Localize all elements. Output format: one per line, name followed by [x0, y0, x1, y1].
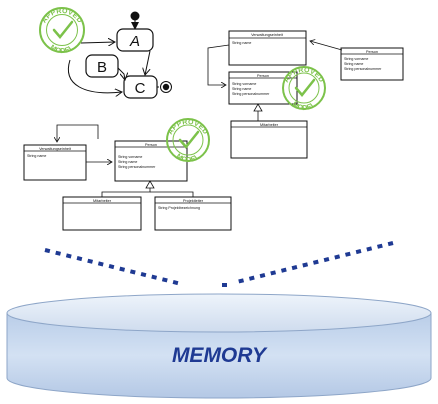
l-person-attr-1: String vorname: [118, 155, 142, 159]
initial-state-dot: [130, 11, 140, 21]
approved-stamp-1: APPROVED MODEL: [39, 7, 85, 55]
l-mitarbeiter-title: Mitarbeiter: [93, 199, 112, 203]
l-person-attr-2: String name: [118, 160, 137, 164]
r-person-mid-attr-3: String personalnummer: [232, 92, 270, 96]
class-diagram-right: Verwaltungseinheit String name Person St…: [207, 30, 404, 159]
stamp-2-top-word: APPROVED: [283, 67, 325, 84]
r-person-mid-attr-1: String vorname: [232, 82, 256, 86]
r-person-mid-attr-2: String name: [232, 87, 251, 91]
r-person-mid-title: Person: [257, 74, 269, 78]
svg-text:MODEL: MODEL: [291, 101, 318, 112]
state-a-label: A: [129, 33, 140, 50]
state-b-label: B: [97, 59, 107, 76]
r-person-side-attr-2: String name: [344, 62, 363, 66]
r-mitarbeiter-title: Mitarbeiter: [260, 123, 279, 127]
stamp-2-bottom-word: MODEL: [291, 101, 318, 112]
r-verwaltung-attr: String name: [232, 41, 251, 45]
r-person-side-attr-3: String personalnummer: [344, 67, 382, 71]
dotted-line-left: [44, 248, 179, 286]
svg-text:MODEL: MODEL: [175, 153, 202, 164]
l-person-attr-3: String personalnummer: [118, 165, 156, 169]
memory-label: MEMORY: [172, 344, 268, 367]
r-verwaltung-title: Verwaltungseinheit: [251, 33, 284, 37]
l-verwaltung-attr: String name: [27, 154, 46, 158]
r-person-side-title: Person: [366, 50, 378, 54]
state-c-label: C: [135, 80, 146, 97]
stamp-3-bottom-word: MODEL: [175, 153, 202, 164]
svg-text:MODEL: MODEL: [49, 44, 76, 55]
funnel-tip: [222, 283, 227, 287]
memory-cylinder: MEMORY: [6, 293, 432, 399]
dotted-line-right: [238, 241, 394, 284]
l-projekt-attr: String Projektbezeichnung: [158, 206, 200, 210]
class-diagram-left: Verwaltungseinheit String name Person St…: [23, 124, 232, 231]
l-person-title: Person: [145, 143, 157, 147]
stamp-1-top-word: APPROVED: [41, 8, 83, 25]
svg-text:APPROVED: APPROVED: [167, 119, 209, 136]
state-diagram: A B C: [68, 11, 172, 99]
state-a-box: [116, 28, 154, 52]
stamp-3-top-word: APPROVED: [167, 119, 209, 136]
dotted-funnel: [44, 241, 394, 287]
l-projekt-title: Projektleiter: [183, 199, 204, 203]
r-person-side-attr-1: String vorname: [344, 57, 368, 61]
approved-stamp-2: APPROVED MODEL: [282, 66, 326, 112]
final-state-dot: [162, 83, 170, 91]
svg-text:APPROVED: APPROVED: [283, 67, 325, 84]
l-verwaltung-title: Verwaltungseinheit: [39, 147, 72, 151]
svg-text:APPROVED: APPROVED: [41, 8, 84, 25]
stamp-1-bottom-word: MODEL: [49, 44, 76, 55]
state-b-box: [85, 54, 119, 78]
